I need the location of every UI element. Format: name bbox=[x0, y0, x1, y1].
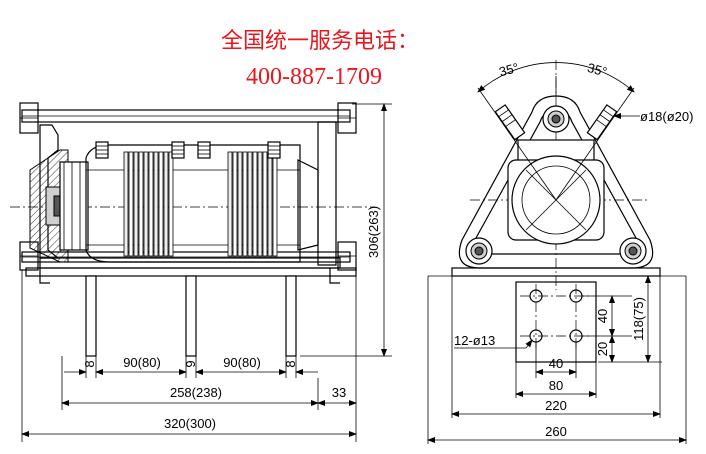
dim-base-outer: 260 bbox=[545, 424, 567, 439]
dim-hole-pitch-x: 40 bbox=[549, 356, 563, 371]
bellows-ridge bbox=[227, 151, 233, 257]
bellows-ridge bbox=[128, 151, 134, 257]
angle-left-label: 35° bbox=[497, 60, 520, 80]
dim-total-length: 320(300) bbox=[164, 416, 216, 431]
nozzle bbox=[171, 141, 185, 159]
nozzle bbox=[267, 141, 281, 159]
bellows-ridge bbox=[272, 151, 278, 257]
bellows-ridge bbox=[168, 151, 174, 257]
mount-holes bbox=[529, 289, 583, 343]
hotline-block: 全国统一服务电话： 400-887-1709 bbox=[221, 28, 419, 90]
dim-small-2: 9 bbox=[183, 360, 198, 367]
dim-small-3: 8 bbox=[283, 360, 298, 367]
left-housing bbox=[29, 149, 89, 263]
dim-base-height: 118(75) bbox=[631, 297, 646, 341]
bellows-ridge bbox=[153, 151, 159, 257]
bellows-ridge bbox=[242, 151, 248, 257]
dim-height: 306(263) bbox=[366, 206, 381, 258]
dim-base-inner: 220 bbox=[545, 398, 567, 413]
hole-callout: 12-ø13 bbox=[454, 333, 495, 348]
dim-pitch-2: 90(80) bbox=[223, 355, 261, 370]
dim-pitch-1: 90(80) bbox=[123, 355, 161, 370]
frame-bolts bbox=[465, 105, 647, 265]
angled-nozzles bbox=[494, 104, 618, 141]
nozzle bbox=[95, 141, 109, 159]
bellows-ridge bbox=[148, 151, 154, 257]
bellows-ridge bbox=[138, 151, 144, 257]
bellows-ridge bbox=[133, 151, 139, 257]
bellows-ridge bbox=[237, 151, 243, 257]
drum-front bbox=[507, 139, 605, 245]
bellows-ridge bbox=[252, 151, 258, 257]
dim-hole-offset-y: 20 bbox=[595, 342, 610, 356]
hotline-number: 400-887-1709 bbox=[246, 64, 382, 90]
bellows-ridge bbox=[247, 151, 253, 257]
bolt-top bbox=[542, 105, 570, 133]
hotline-label: 全国统一服务电话： bbox=[221, 28, 419, 53]
bellows-ridge bbox=[257, 151, 263, 257]
front-dimensions: 12-ø13 40 80 220 260 bbox=[427, 275, 687, 444]
dim-mount-span: 258(238) bbox=[170, 385, 222, 400]
bellows-left bbox=[123, 151, 174, 257]
bellows-ridge bbox=[262, 151, 268, 257]
front-view: 35° 35° ø18(ø20) 12-ø13 bbox=[427, 60, 693, 444]
bellows-ridge bbox=[163, 151, 169, 257]
nozzle bbox=[197, 141, 211, 159]
top-nozzles bbox=[95, 141, 281, 159]
bellows-ridge bbox=[158, 151, 164, 257]
bellows-ridge bbox=[123, 151, 129, 257]
nozzle-right bbox=[586, 104, 618, 141]
front-base bbox=[428, 267, 686, 363]
bellows-ridge bbox=[267, 151, 273, 257]
side-view: 306(263) 8 9 8 90(80) 90(80) 258(238 bbox=[10, 102, 392, 442]
angle-dimensions: 35° 35° ø18(ø20) bbox=[477, 60, 693, 201]
bolt-left bbox=[465, 237, 493, 265]
side-dimensions: 306(263) 8 9 8 90(80) 90(80) 258(238 bbox=[21, 103, 392, 442]
nozzle-left bbox=[494, 104, 526, 141]
dim-plate-width: 80 bbox=[549, 378, 563, 393]
bellows-right bbox=[227, 151, 278, 257]
bellows-ridge bbox=[143, 151, 149, 257]
mounting-feet bbox=[25, 257, 357, 357]
angle-right-label: 35° bbox=[586, 60, 609, 80]
dim-end-offset: 33 bbox=[332, 385, 346, 400]
bellows-ridge bbox=[232, 151, 238, 257]
dim-hole-pitch-y: 40 bbox=[595, 309, 610, 323]
nozzle-dia-label: ø18(ø20) bbox=[640, 109, 693, 124]
dim-small-1: 8 bbox=[82, 360, 97, 367]
bolt-right bbox=[619, 237, 647, 265]
